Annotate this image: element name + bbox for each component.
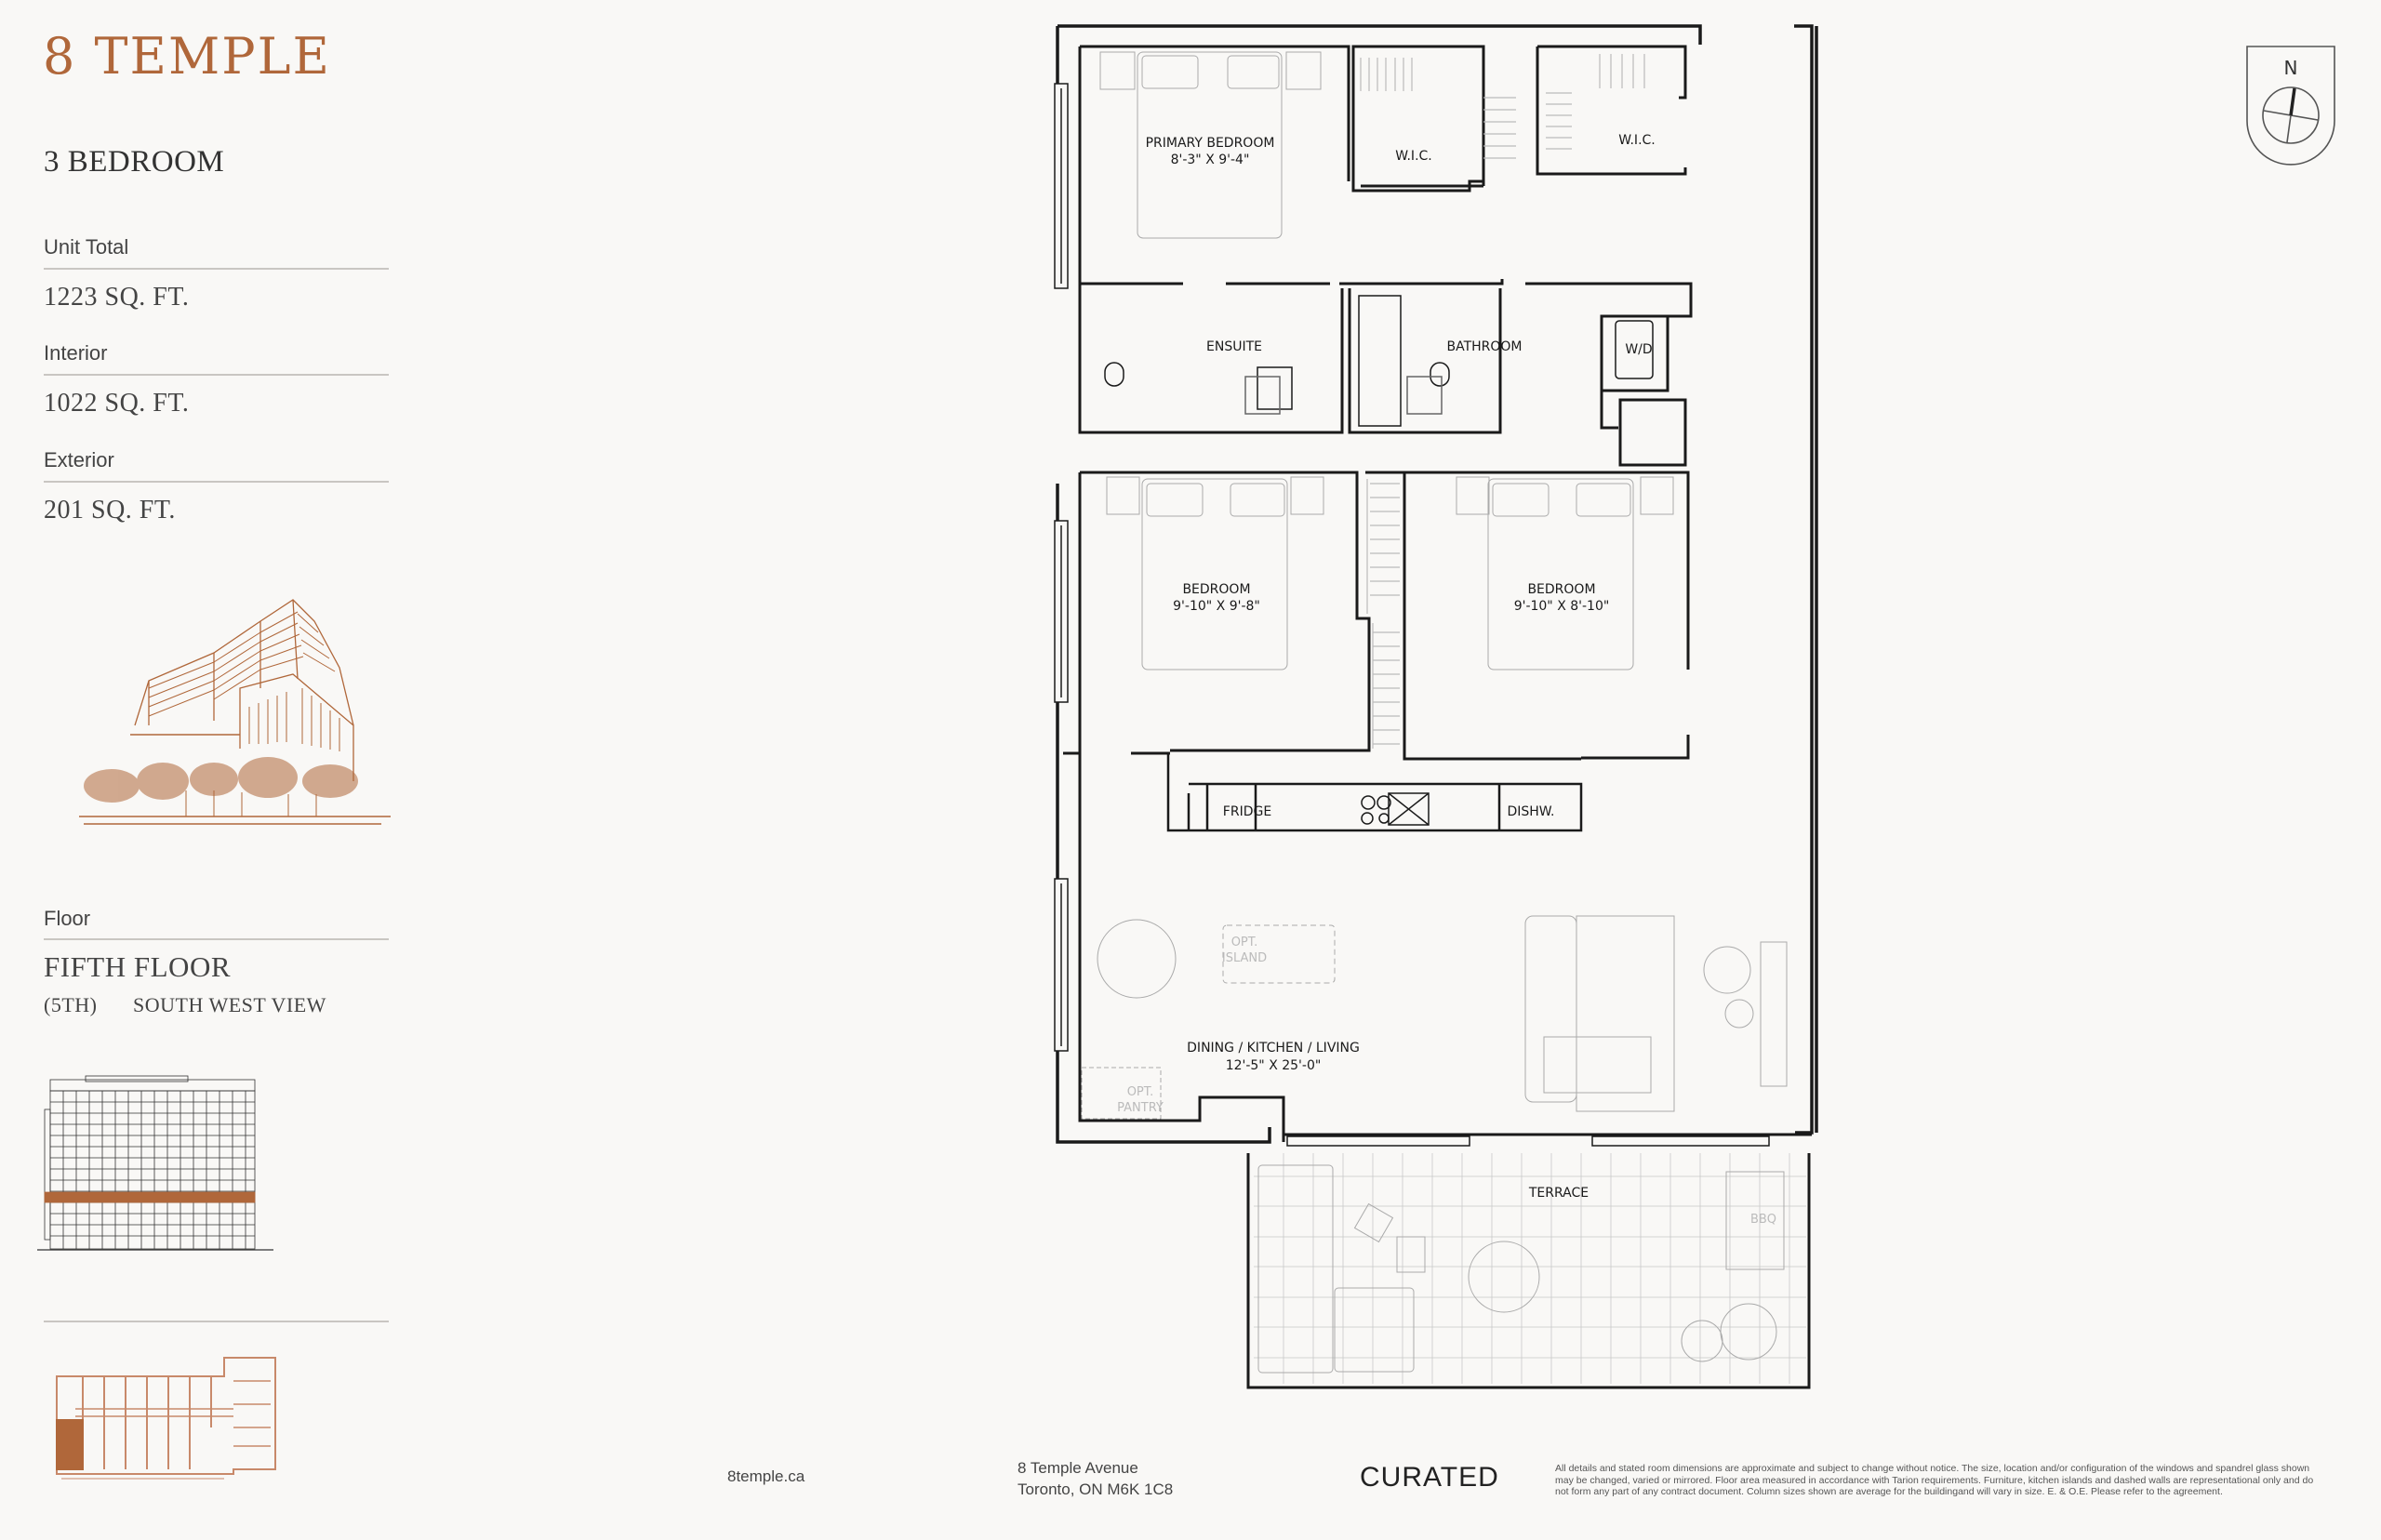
address-line-2: Toronto, ON M6K 1C8 (1018, 1480, 1174, 1498)
room-dims-bedroom-2: 9'-10" X 9'-8" (1173, 599, 1260, 614)
room-label-living: DINING / KITCHEN / LIVING (1187, 1041, 1360, 1055)
divider (44, 374, 389, 376)
room-dims-bedroom-3: 9'-10" X 8'-10" (1514, 599, 1610, 614)
north-compass-icon: N (2246, 46, 2335, 166)
exterior-label: Exterior (44, 448, 114, 471)
unit-total-label: Unit Total (44, 235, 129, 259)
brand-logo: 8 TEMPLE (43, 27, 331, 86)
compass-north-label: N (2284, 57, 2298, 79)
room-dims-living: 12'-5" X 25'-0" (1226, 1058, 1322, 1073)
dishwasher-label: DISHW. (1507, 804, 1554, 819)
island-label-2: ISLAND (1222, 951, 1267, 965)
floor-view: SOUTH WEST VIEW (133, 993, 326, 1016)
room-label-terrace: TERRACE (1528, 1186, 1589, 1201)
building-elevation-illustration (37, 1075, 273, 1251)
divider (44, 1321, 389, 1322)
pantry-label-2: PANTRY (1117, 1101, 1164, 1115)
room-label-primary-bedroom: PRIMARY BEDROOM (1146, 136, 1275, 151)
island-label: OPT. (1231, 936, 1258, 949)
floor-plan: PRIMARY BEDROOM 8'-3" X 9'-4" W.I.C. W.I… (1054, 24, 1818, 1389)
unit-type: 3 BEDROOM (44, 145, 225, 179)
interior-label: Interior (44, 341, 108, 365)
divider (44, 938, 389, 940)
unit-total-value: 1223 SQ. FT. (44, 283, 190, 312)
floor-label: Floor (44, 907, 91, 930)
building-sketch-illustration (79, 599, 391, 825)
floor-ordinal: (5TH) (44, 993, 98, 1016)
room-dims-primary-bedroom: 8'-3" X 9'-4" (1171, 153, 1250, 167)
room-label-wic-1: W.I.C. (1395, 149, 1432, 164)
pantry-label: OPT. (1127, 1085, 1154, 1099)
room-label-bedroom-3: BEDROOM (1527, 582, 1595, 597)
divider (44, 268, 389, 270)
room-label-ensuite: ENSUITE (1206, 339, 1262, 354)
developer-logo: CURATED (1360, 1462, 1499, 1493)
address-line-1: 8 Temple Avenue (1018, 1459, 1138, 1477)
room-label-wic-2: W.I.C. (1618, 133, 1656, 148)
interior-value: 1022 SQ. FT. (44, 389, 190, 418)
room-label-bedroom-2: BEDROOM (1182, 582, 1250, 597)
fridge-label: FRIDGE (1223, 804, 1271, 819)
floor-name: FIFTH FLOOR (44, 950, 232, 983)
room-label-bathroom: BATHROOM (1446, 339, 1522, 354)
bbq-label: BBQ (1750, 1213, 1776, 1227)
divider (44, 481, 389, 483)
exterior-value: 201 SQ. FT. (44, 496, 176, 524)
website-link[interactable]: 8temple.ca (727, 1467, 805, 1485)
room-label-laundry: W/D (1625, 342, 1652, 357)
keyplan-illustration (56, 1357, 276, 1480)
disclaimer-text: All details and stated room dimensions a… (1555, 1463, 2314, 1497)
